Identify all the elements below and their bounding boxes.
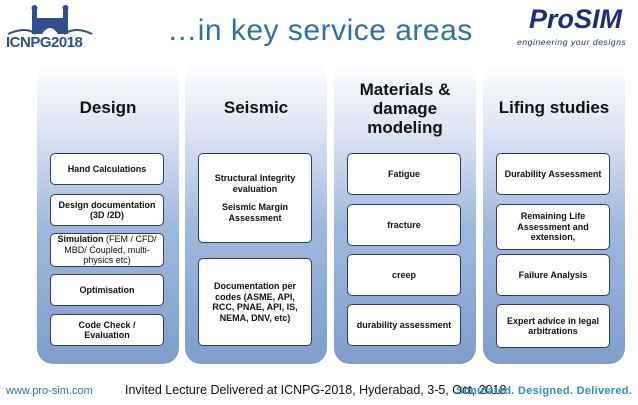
item-hand-calculations: Hand Calculations — [50, 153, 164, 185]
item-simulation: Simulation (FEM / CFD/ MBD/ Coupled, mul… — [50, 233, 164, 267]
item-expert-advice: Expert advice in legal arbitrations — [496, 304, 610, 348]
footer-slogan: Simulated. Designed. Delivered. — [456, 385, 633, 397]
page-title: …in key service areas — [167, 14, 473, 47]
column-title-materials: Materials & damage modeling — [359, 80, 451, 137]
column-title-seismic: Seismic — [223, 98, 289, 117]
column-title-lifing: Lifing studies — [498, 98, 610, 117]
column-title-design: Design — [79, 98, 137, 117]
item-durability-lifing: Durability Assessment — [496, 153, 610, 195]
item-remaining-life: Remaining Life Assessment and extension, — [496, 204, 610, 250]
column-seismic: Seismic Structural Integrity evaluation … — [185, 62, 327, 364]
item-durability-assessment: durability assessment — [347, 304, 461, 346]
charminar-icon — [7, 5, 93, 35]
slide-header: ICNPG2018 …in key service areas ProSIM e… — [0, 0, 638, 58]
item-optimisation: Optimisation — [50, 274, 164, 306]
item-creep: creep — [347, 254, 461, 296]
item-code-check: Code Check / Evaluation — [50, 314, 164, 346]
footer-lecture: Invited Lecture Delivered at ICNPG-2018,… — [125, 383, 507, 397]
item-fracture: fracture — [347, 204, 461, 246]
item-simulation-text: (FEM / CFD/ MBD/ Coupled, multi-physics … — [64, 234, 157, 266]
column-materials: Materials & damage modeling Fatigue frac… — [334, 62, 476, 364]
item-structural-integrity-text: Structural Integrity evaluation — [214, 173, 296, 194]
icnpg-logo: ICNPG2018 — [6, 4, 94, 54]
prosim-brand: ProSIM — [529, 4, 623, 34]
item-failure-analysis: Failure Analysis — [496, 254, 610, 296]
prosim-logo: ProSIM engineering your designs — [515, 4, 630, 52]
footer-url[interactable]: www.pro-sim.com — [6, 385, 93, 397]
item-documentation-codes: Documentation per codes (ASME, API, RCC,… — [198, 258, 312, 346]
item-structural-integrity: Structural Integrity evaluation Seismic … — [198, 153, 312, 243]
icnpg-logo-text: ICNPG2018 — [6, 34, 83, 51]
item-fatigue: Fatigue — [347, 153, 461, 195]
item-seismic-margin-text: Seismic Margin Assessment — [221, 202, 289, 223]
item-design-documentation: Design documentation (3D /2D) — [50, 194, 164, 226]
prosim-tagline: engineering your designs — [517, 37, 627, 47]
item-simulation-bold: Simulation — [57, 234, 104, 245]
column-lifing: Lifing studies Durability Assessment Rem… — [483, 62, 625, 364]
column-design: Design Hand Calculations Design document… — [37, 62, 179, 364]
